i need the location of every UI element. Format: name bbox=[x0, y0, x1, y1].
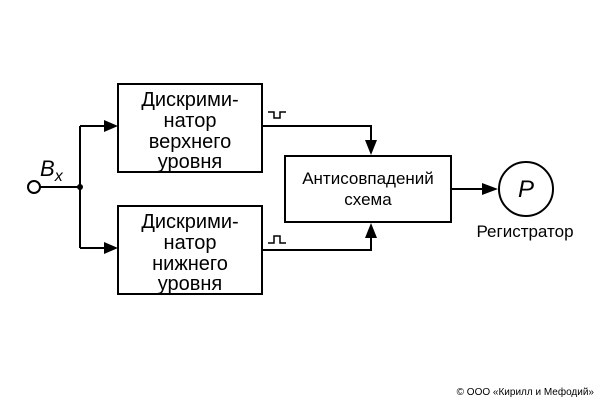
input-terminal bbox=[27, 180, 41, 194]
anticoincidence-block: Антисовпадений схема bbox=[284, 155, 452, 223]
anticoincidence-line-1: Антисовпадений bbox=[302, 169, 434, 188]
arrow-to-registrator bbox=[482, 183, 498, 195]
lower-disc-line-2: натор bbox=[164, 232, 217, 254]
upper-disc-line-2: натор bbox=[164, 110, 217, 132]
upper-disc-line-4: уровня bbox=[158, 151, 223, 173]
upper-disc-line-1: Дискрими- bbox=[141, 89, 238, 111]
upper-discriminator-block: Дискрими- натор верхнего уровня bbox=[117, 83, 263, 173]
upper-disc-line-3: верхнего bbox=[149, 131, 232, 153]
lower-output-wire bbox=[262, 236, 372, 251]
lower-disc-line-4: уровня bbox=[158, 273, 223, 295]
negative-pulse-icon bbox=[268, 111, 286, 119]
lower-disc-line-1: Дискрими- bbox=[141, 211, 238, 233]
lower-disc-line-3: нижнего bbox=[152, 253, 228, 275]
arrow-to-anticoincidence-bottom bbox=[365, 223, 377, 238]
anticoincidence-line-2: схема bbox=[344, 190, 392, 209]
registrator-symbol: P bbox=[518, 176, 534, 203]
upper-output-wire bbox=[262, 125, 372, 142]
registrator-label: Регистратор bbox=[476, 222, 573, 241]
registrator-block: P Регистратор bbox=[476, 161, 574, 241]
arrow-to-upper-discriminator bbox=[104, 120, 118, 132]
lower-discriminator-block: Дискрими- натор нижнего уровня bbox=[117, 205, 263, 295]
copyright-notice: © ООО «Кирилл и Мефодий» bbox=[456, 387, 594, 398]
arrow-to-anticoincidence-top bbox=[365, 140, 377, 155]
input-label: Bx bbox=[40, 156, 64, 185]
positive-pulse-icon bbox=[268, 235, 286, 244]
arrow-to-lower-discriminator bbox=[104, 242, 118, 254]
